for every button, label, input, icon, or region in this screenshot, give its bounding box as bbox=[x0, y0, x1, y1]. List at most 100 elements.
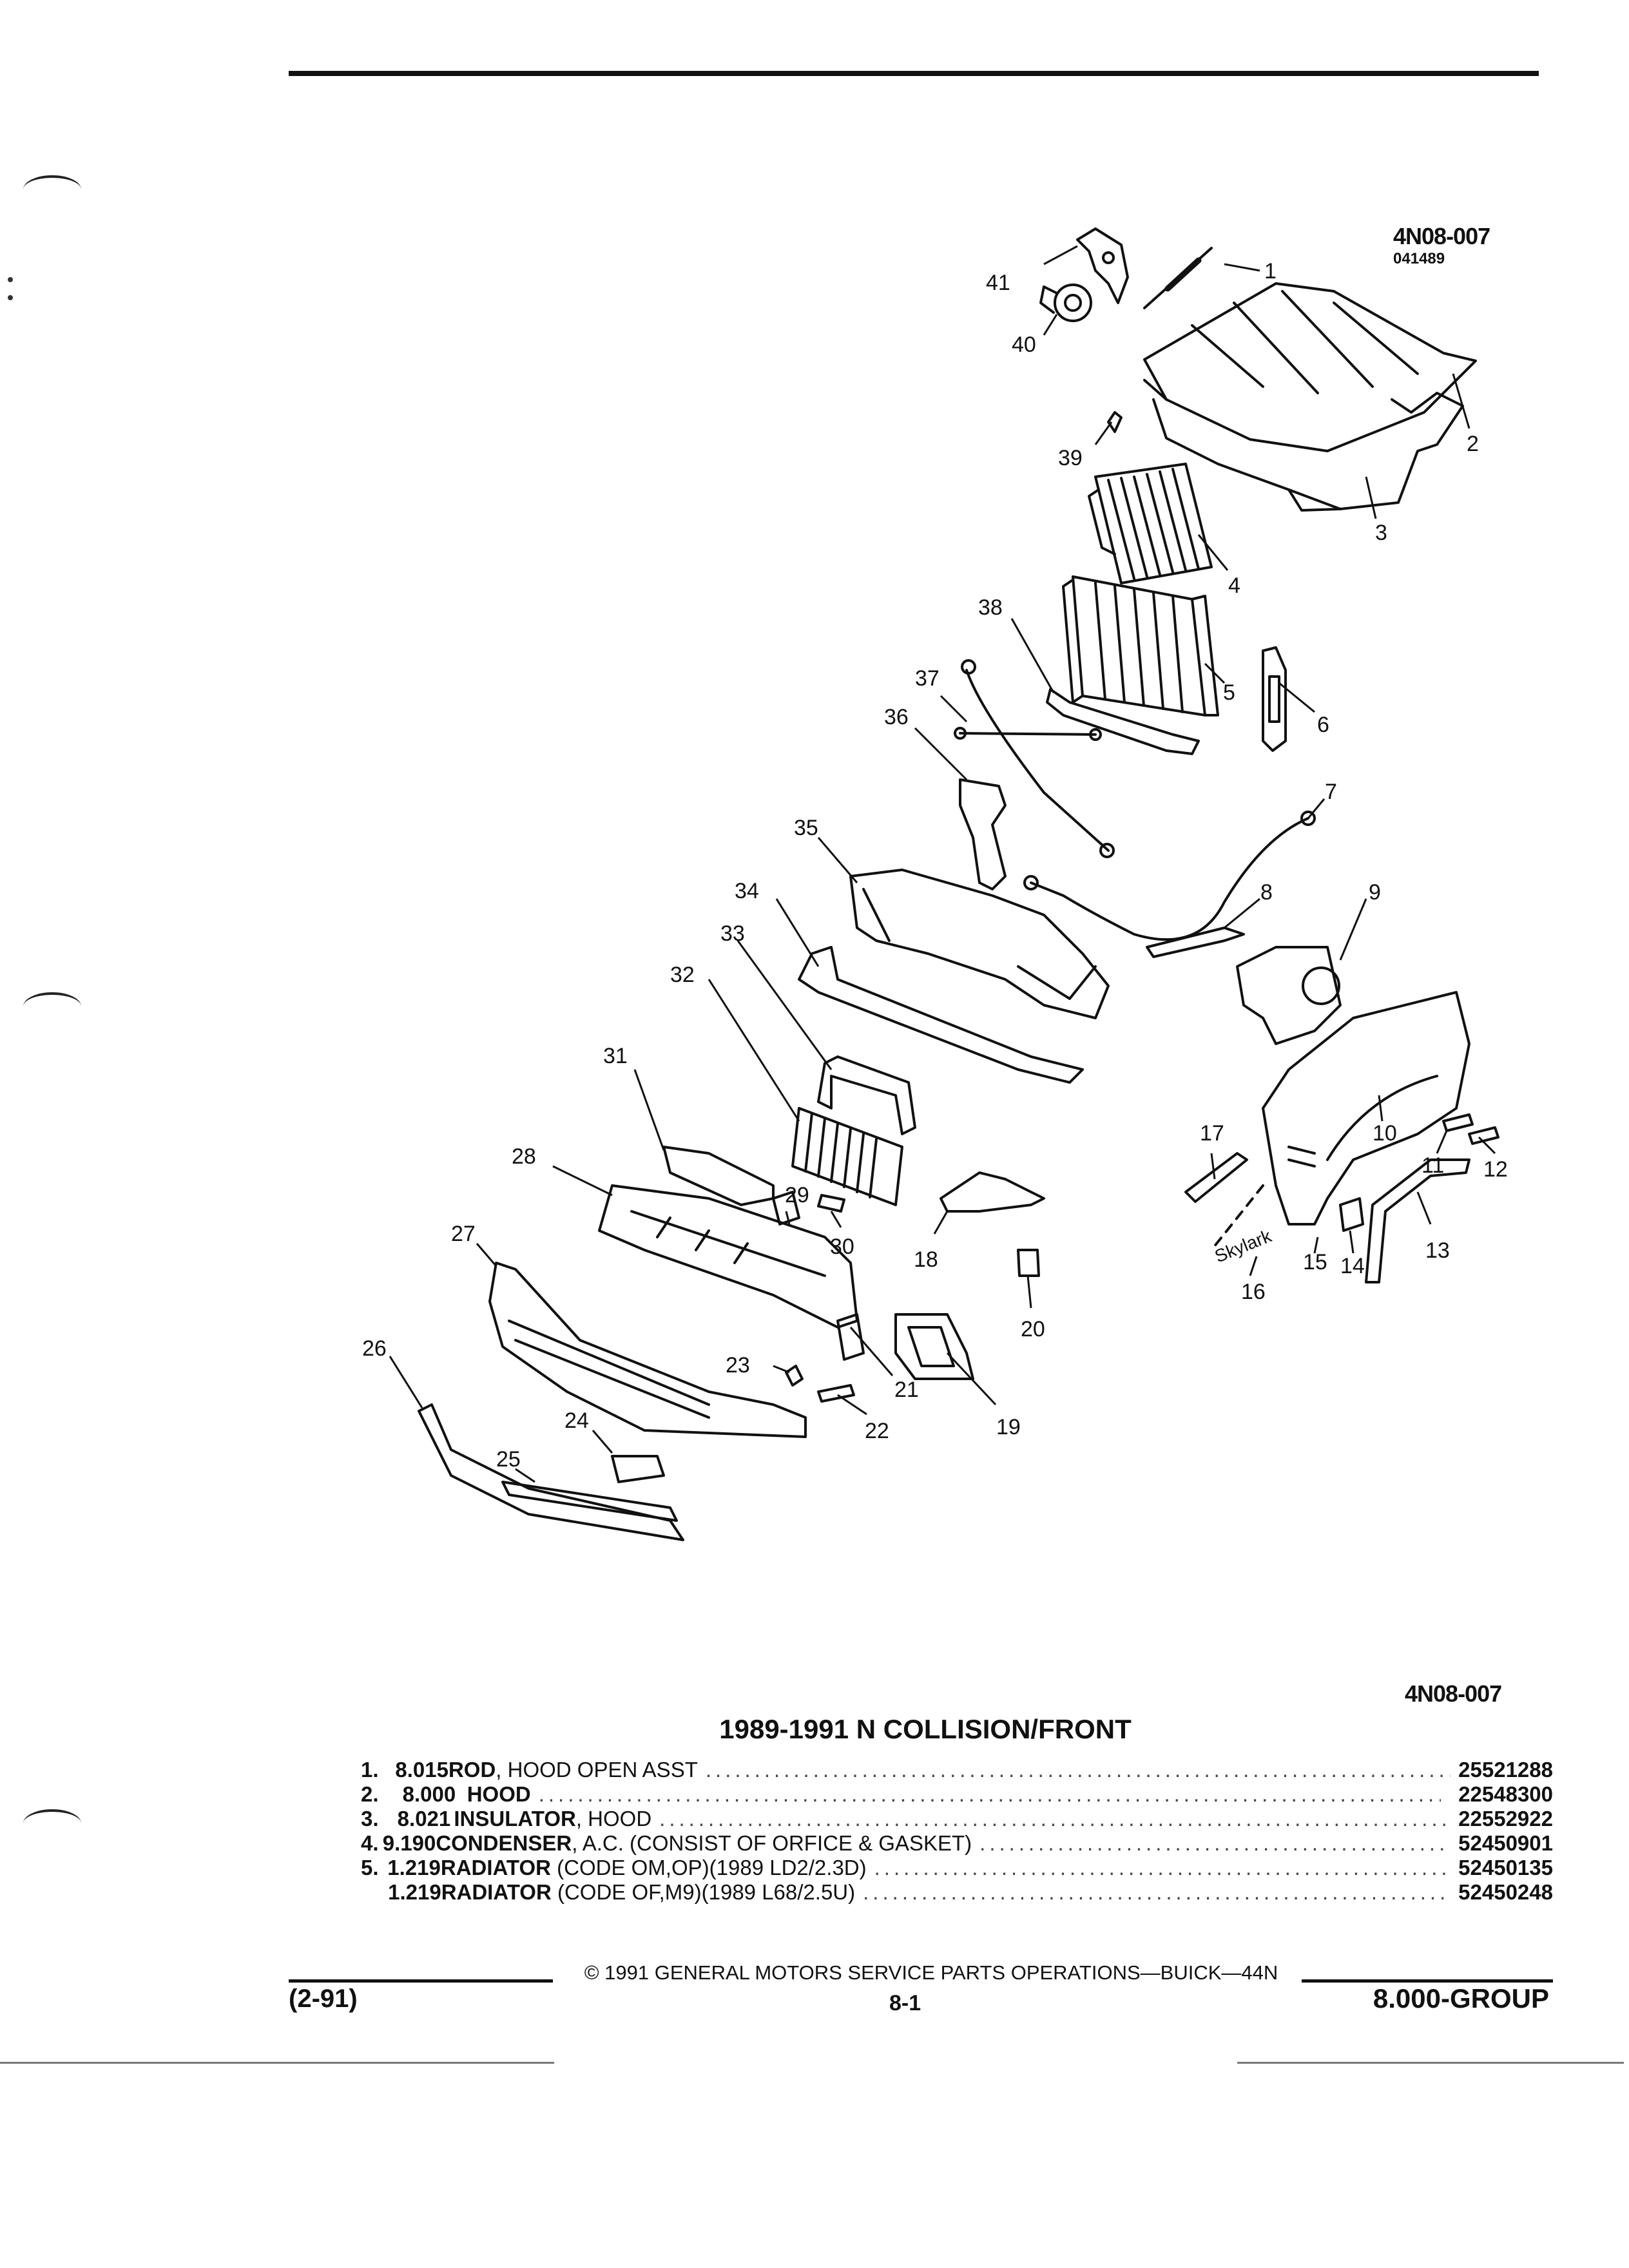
part-name: CONDENSER bbox=[436, 1831, 572, 1855]
binder-hole-mark bbox=[23, 992, 81, 1021]
hood-part bbox=[1143, 282, 1477, 452]
energy-absorber-part bbox=[598, 1184, 858, 1329]
binder-hole-mark bbox=[23, 1809, 81, 1838]
radiator-support-lower-part bbox=[1046, 688, 1200, 755]
group-number: 1.219 bbox=[387, 1856, 441, 1879]
callout-label: 32 bbox=[670, 963, 695, 987]
parts-row: 2. 8.000 HOOD ..........................… bbox=[361, 1782, 1553, 1807]
callout-label: 38 bbox=[978, 595, 1003, 620]
leader-dots: ........................................… bbox=[659, 1807, 1451, 1831]
callout-label: 30 bbox=[830, 1235, 854, 1259]
item-number: 2. bbox=[361, 1782, 379, 1806]
part-description: INSULATOR, HOOD bbox=[454, 1807, 651, 1831]
headlamp-part bbox=[894, 1313, 974, 1380]
emblem-part bbox=[1442, 1113, 1474, 1132]
bottom-rule bbox=[1237, 2062, 1624, 2064]
part-number: 22548300 bbox=[1458, 1782, 1554, 1806]
part-description: ROD, HOOD OPEN ASST bbox=[448, 1758, 698, 1782]
figure-date: 041489 bbox=[1393, 250, 1445, 267]
callout-label: 1 bbox=[1264, 259, 1277, 284]
hood-rod-part bbox=[1143, 247, 1213, 309]
support-bracket-part bbox=[959, 778, 1007, 890]
part-number: 52450248 bbox=[1458, 1880, 1553, 1904]
callout-label: 29 bbox=[785, 1183, 809, 1207]
part-description: CONDENSER, A.C. (CONSIST OF ORFICE & GAS… bbox=[436, 1831, 972, 1856]
callout-label: 2 bbox=[1467, 432, 1479, 456]
rod-part bbox=[1184, 1152, 1248, 1203]
callout-label: 19 bbox=[996, 1415, 1021, 1439]
part-number: 22552922 bbox=[1458, 1807, 1553, 1831]
leader-dots: ........................................… bbox=[979, 1831, 1451, 1855]
callout-label: 39 bbox=[1058, 446, 1083, 470]
callout-label: 13 bbox=[1425, 1238, 1450, 1263]
part-description: RADIATOR (CODE OF,M9)(1989 L68/2.5U) bbox=[441, 1880, 855, 1905]
callout-label: 12 bbox=[1483, 1157, 1508, 1182]
item-number: 1. bbox=[361, 1758, 379, 1782]
callout-label: 35 bbox=[794, 816, 818, 840]
item-number: 5. bbox=[361, 1856, 379, 1879]
part-name: HOOD bbox=[467, 1782, 531, 1806]
callout-label: 5 bbox=[1223, 680, 1235, 705]
callout-labels: 1 2 3 4 5 6 7 8 9 10 11 12 13 14 15 16 1… bbox=[362, 259, 1508, 1472]
wheelhouse-panel-part bbox=[1236, 946, 1342, 1045]
license-plate-bracket-part bbox=[662, 1146, 775, 1206]
part-name: RADIATOR bbox=[440, 1856, 551, 1879]
callout-label: 26 bbox=[362, 1336, 387, 1361]
callout-label: 9 bbox=[1369, 880, 1381, 905]
leader-lines bbox=[389, 245, 1496, 1483]
bumper-molding-part bbox=[501, 1481, 678, 1522]
part-detail: , HOOD OPEN ASST bbox=[496, 1758, 698, 1782]
part-description: RADIATOR (CODE OM,OP)(1989 LD2/2.3D) bbox=[441, 1856, 867, 1880]
parts-row: 4. 9.190 CONDENSER, A.C. (CONSIST OF ORF… bbox=[361, 1831, 1553, 1856]
lamp-bracket-part bbox=[940, 1171, 1045, 1213]
catalog-figure-code: 4N08-007 bbox=[1405, 1680, 1502, 1707]
lamp-part bbox=[611, 1455, 665, 1483]
part-name: ROD bbox=[448, 1758, 496, 1782]
callout-label: 20 bbox=[1021, 1317, 1045, 1341]
callout-label: 11 bbox=[1422, 1153, 1444, 1178]
clip-part bbox=[1107, 411, 1123, 433]
callout-label: 24 bbox=[564, 1408, 589, 1433]
callout-label: 7 bbox=[1325, 780, 1337, 804]
callout-label: 6 bbox=[1317, 713, 1329, 737]
part-number: 52450901 bbox=[1458, 1831, 1553, 1855]
callout-label: 16 bbox=[1241, 1280, 1266, 1304]
part-detail: , A.C. (CONSIST OF ORFICE & GASKET) bbox=[572, 1831, 972, 1855]
callout-label: 17 bbox=[1200, 1121, 1224, 1146]
condenser-part bbox=[1088, 463, 1213, 584]
part-name: INSULATOR bbox=[454, 1807, 576, 1831]
scan-speck bbox=[8, 277, 13, 282]
callout-label: 34 bbox=[735, 879, 759, 903]
grille-part bbox=[791, 1107, 903, 1206]
fender-part bbox=[1262, 991, 1470, 1225]
part-number: 52450135 bbox=[1458, 1856, 1553, 1879]
callout-label: 4 bbox=[1228, 573, 1240, 598]
item-number: 4. bbox=[361, 1831, 379, 1855]
fender-liner-part bbox=[1365, 1158, 1470, 1283]
clip-part bbox=[817, 1194, 845, 1213]
callout-label: 37 bbox=[915, 666, 940, 691]
leader-dots: ........................................… bbox=[863, 1880, 1451, 1904]
callout-label: 36 bbox=[884, 705, 909, 729]
grille-bracket-part bbox=[817, 1055, 916, 1135]
hood-insulator-part bbox=[1152, 392, 1464, 512]
leader-dots: ........................................… bbox=[705, 1758, 1451, 1782]
marker-lamp-part bbox=[1017, 1249, 1040, 1277]
hood-release-cable-part bbox=[1023, 811, 1316, 958]
copyright-line: © 1991 GENERAL MOTORS SERVICE PARTS OPER… bbox=[584, 1961, 1278, 1984]
callout-label: 31 bbox=[603, 1044, 628, 1068]
fastener-part bbox=[785, 1365, 804, 1387]
callout-label: 23 bbox=[726, 1353, 750, 1378]
parts-row: 5. 1.219 RADIATOR (CODE OM,OP)(1989 LD2/… bbox=[361, 1856, 1553, 1880]
page-number: 8-1 bbox=[889, 1991, 921, 2015]
group-number: 8.021 bbox=[397, 1807, 451, 1831]
retainer-part bbox=[798, 946, 1084, 1084]
bracket-part bbox=[1339, 1197, 1364, 1232]
latch-release-part bbox=[1039, 284, 1092, 322]
bumper-molding-part bbox=[418, 1403, 684, 1541]
bottom-rule bbox=[0, 2062, 554, 2064]
callout-label: 10 bbox=[1373, 1121, 1397, 1146]
callout-label: 22 bbox=[865, 1419, 889, 1443]
reinforcement-part bbox=[836, 1313, 865, 1361]
dashed-guide bbox=[1210, 1184, 1264, 1251]
